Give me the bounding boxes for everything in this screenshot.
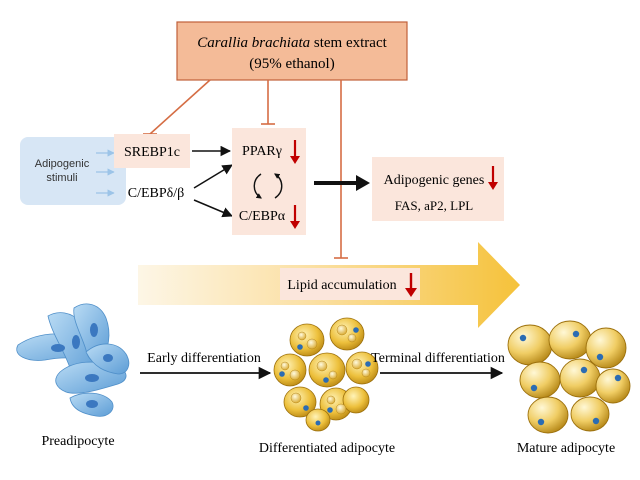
genes-arrowhead (356, 175, 370, 191)
extract-solvent: (95% ethanol) (249, 56, 334, 72)
pparg-label: PPARγ (242, 144, 282, 159)
mature-nuclei (519, 330, 622, 426)
stimuli-label-line1: Adipogenic (35, 158, 90, 170)
cebp-db-label: C/EBPδ/β (128, 186, 185, 201)
cebpa-down-arrow-icon (290, 205, 300, 229)
inhibition-lines (143, 79, 348, 259)
stimuli-label-line2: stimuli (46, 172, 77, 184)
cebpa-label: C/EBPα (239, 209, 286, 224)
extract-box (176, 21, 408, 81)
genes-box (372, 157, 504, 221)
activation-arrows (192, 145, 233, 218)
feedback-loop-icon (253, 173, 283, 199)
lipid-down-arrow-icon (405, 273, 417, 297)
mature-adipocyte-label: Mature adipocyte (517, 441, 615, 456)
differentiated-adipocyte-label: Differentiated adipocyte (259, 441, 395, 456)
extract-title: Carallia brachiata stem extract (197, 35, 387, 51)
terminal-differentiation-label: Terminal differentiation (371, 351, 505, 366)
differentiated-lipid-droplets (280, 324, 371, 415)
differentiated-nuclei (279, 327, 371, 426)
lipid-box (280, 268, 420, 300)
srebp1c-box (114, 134, 190, 168)
preadipocyte-cells (16, 303, 130, 417)
preadipocyte-label: Preadipocyte (41, 434, 114, 449)
stimuli-arrows (96, 149, 115, 197)
pparg-down-arrow-icon (290, 140, 300, 164)
differentiated-adipocyte-cluster (273, 317, 379, 432)
genes-list: FAS, aP2, LPL (395, 198, 474, 213)
mature-adipocyte-cluster (507, 320, 631, 434)
genes-title: Adipogenic genes (384, 173, 485, 188)
lipid-label: Lipid accumulation (287, 278, 396, 293)
pparg-cebpa-box (232, 128, 306, 235)
srebp1c-label: SREBP1c (124, 145, 180, 160)
genes-down-arrow-icon (488, 166, 498, 190)
stimuli-box (20, 137, 126, 205)
early-differentiation-label: Early differentiation (147, 351, 261, 366)
